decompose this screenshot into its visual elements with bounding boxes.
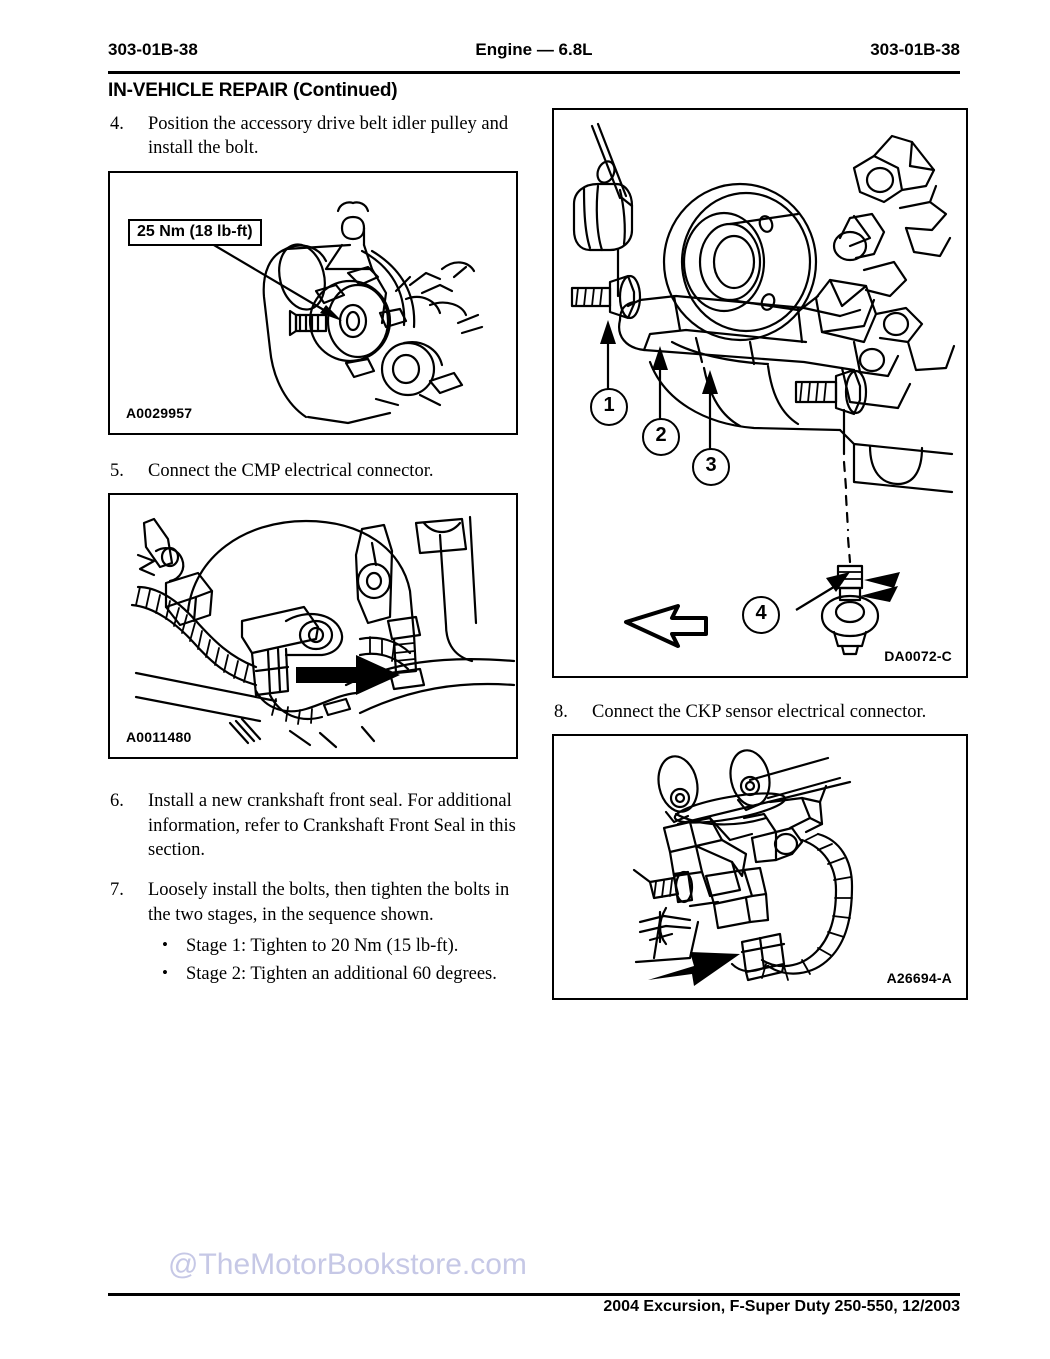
front-cover-sequence-illustration <box>570 122 956 656</box>
step-5-text: Connect the CMP electrical connector. <box>148 460 434 481</box>
torque-spec-label: 25 Nm (18 lb-ft) <box>128 218 262 246</box>
ckp-connector-illustration <box>632 749 854 987</box>
step-4: 4. Position the accessory drive belt idl… <box>108 112 520 161</box>
step-6: 6. Install a new crankshaft front seal. … <box>108 789 520 862</box>
step-6-number: 6. <box>110 791 124 812</box>
step-7-bullet-stage-2: Stage 2: Tighten an additional 60 degree… <box>148 960 520 989</box>
cmp-connector-illustration <box>130 516 516 749</box>
callout-1: 1 <box>590 388 628 426</box>
step-8: 8. Connect the CKP sensor electrical con… <box>552 700 972 724</box>
figure-id-a26694a: A26694-A <box>886 970 952 987</box>
step-7-text: Loosely install the bolts, then tighten … <box>148 880 510 925</box>
watermark: @TheMotorBookstore.com <box>168 1248 527 1281</box>
header-page-number-left: 303-01B-38 <box>108 40 198 59</box>
callout-2: 2 <box>642 418 680 456</box>
figure-id-da0072c: DA0072-C <box>884 648 952 664</box>
figure-da0072c: 1 2 3 4 DA0072-C <box>552 108 968 678</box>
step-5: 5. Connect the CMP electrical connector. <box>108 459 520 483</box>
step-7-bullet-stage-1: Stage 1: Tighten to 20 Nm (15 lb-ft). <box>148 932 520 961</box>
figure-a0029957: 25 Nm (18 lb-ft) A0029957 <box>108 170 518 435</box>
footer-text: 2004 Excursion, F-Super Duty 250-550, 12… <box>603 1298 960 1315</box>
section-heading: IN-VEHICLE REPAIR (Continued) <box>108 80 398 101</box>
page-header: 303-01B-38 Engine — 6.8L 303-01B-38 <box>108 40 960 62</box>
figure-id-a0029957: A0029957 <box>126 404 193 421</box>
step-4-number: 4. <box>110 114 124 134</box>
header-title: Engine — 6.8L <box>475 40 593 59</box>
figure-id-a0011480: A0011480 <box>126 729 192 746</box>
step-8-text: Connect the CKP sensor electrical connec… <box>592 702 927 722</box>
header-divider <box>108 71 960 74</box>
header-page-number-right: 303-01B-38 <box>870 40 960 59</box>
figure-a26694a: A26694-A <box>552 734 968 1001</box>
left-column: 4. Position the accessory drive belt idl… <box>108 112 520 995</box>
step-7-bullet-list: Stage 1: Tighten to 20 Nm (15 lb-ft). St… <box>148 932 520 989</box>
step-5-number: 5. <box>110 460 124 481</box>
step-4-text: Position the accessory drive belt idler … <box>148 114 509 159</box>
step-6-text: Install a new crankshaft front seal. For… <box>148 791 516 861</box>
step-7: 7. Loosely install the bolts, then tight… <box>108 878 520 988</box>
callout-4: 4 <box>742 596 780 634</box>
footer-divider <box>108 1293 960 1296</box>
callout-3: 3 <box>692 448 730 486</box>
right-column: 1 2 3 4 DA0072-C 8. Connect the CKP sens… <box>552 108 972 1001</box>
figure-a0011480: A0011480 <box>108 493 518 760</box>
step-7-number: 7. <box>110 880 124 901</box>
idler-pulley-illustration <box>201 201 484 424</box>
step-8-number: 8. <box>554 702 568 722</box>
